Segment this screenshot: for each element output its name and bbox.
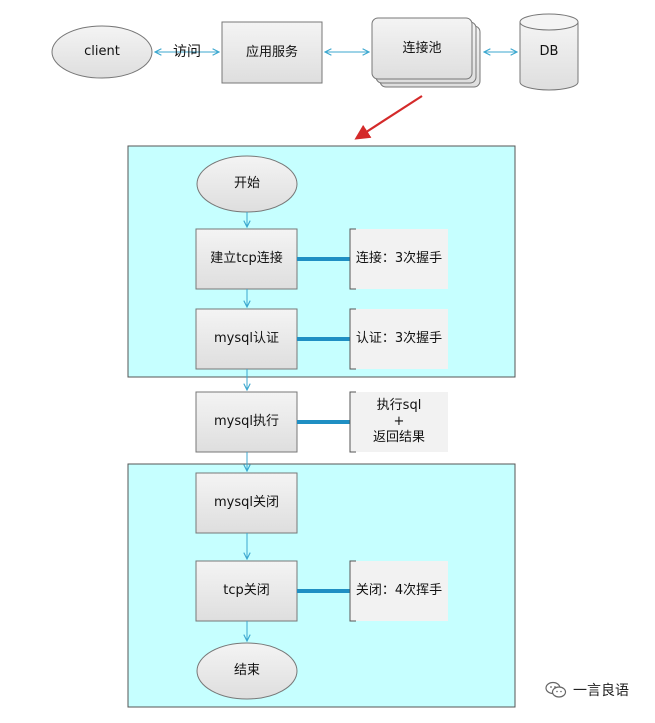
end-label: 结束 <box>233 663 260 678</box>
note-connect <box>349 228 448 290</box>
start-label: 开始 <box>233 176 260 191</box>
app-service-node <box>221 21 323 84</box>
mysql-auth-label: mysql认证 <box>214 331 279 346</box>
close-phase-panel <box>127 463 516 708</box>
watermark-text: 一言良语 <box>573 683 629 699</box>
note-auth <box>349 308 448 370</box>
db-cylinder <box>519 13 579 91</box>
mysql-exec-label: mysql执行 <box>214 414 279 429</box>
client-node <box>51 25 153 79</box>
mysql-close-label: mysql关闭 <box>214 495 279 510</box>
access-label: 访问 <box>173 44 201 60</box>
note-exec <box>349 391 448 453</box>
tcp-connect-node <box>195 228 298 290</box>
zoom-pointer-arrow <box>354 95 423 140</box>
tcp-connect-label: 建立tcp连接 <box>210 251 283 266</box>
note-exec-text: 执行sql + 返回结果 <box>372 398 425 445</box>
app-service-label: 应用服务 <box>245 44 298 60</box>
watermark: 一言良语 <box>545 680 629 700</box>
db-label: DB <box>539 44 559 59</box>
tcp-close-node <box>195 560 298 622</box>
note-close-text: 关闭：4次挥手 <box>355 583 443 598</box>
connection-pool-stack <box>371 17 481 88</box>
note-auth-text: 认证：3次握手 <box>355 331 443 346</box>
note-close <box>349 560 448 622</box>
tcp-close-label: tcp关闭 <box>223 583 270 598</box>
mysql-close-node <box>195 472 298 534</box>
connect-phase-panel <box>127 145 516 378</box>
note-connect-text: 连接：3次握手 <box>355 251 443 266</box>
pool-label: 连接池 <box>402 40 442 56</box>
end-node <box>196 642 298 700</box>
client-label: client <box>84 44 120 59</box>
wechat-icon <box>545 681 567 698</box>
